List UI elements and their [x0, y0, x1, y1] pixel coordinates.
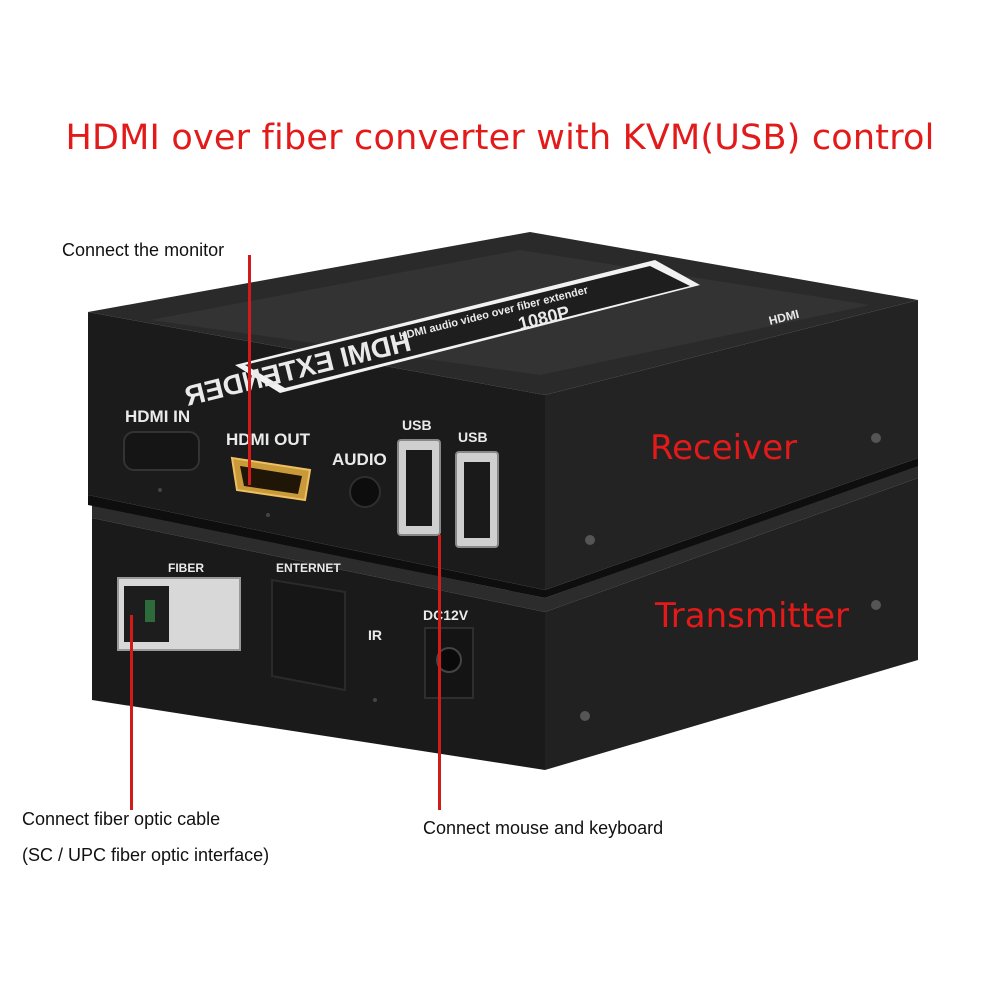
transmitter-led-1 — [373, 698, 377, 702]
receiver-hdmi-in-label: HDMI IN — [125, 407, 190, 426]
receiver-side-face — [545, 300, 918, 590]
hdmi-in-port — [123, 431, 200, 471]
receiver-led-2 — [266, 513, 270, 517]
hdmi-out-port-inner — [240, 466, 302, 494]
screw-receiver-mid — [585, 535, 595, 545]
receiver-audio-label: AUDIO — [332, 450, 387, 469]
receiver-label: Receiver — [650, 428, 798, 468]
receiver-usb1-label: USB — [402, 417, 432, 433]
page-title: HDMI over fiber converter with KVM(USB) … — [65, 118, 935, 158]
screw-receiver-right — [871, 433, 881, 443]
fiber-callout-line1: Connect fiber optic cable — [22, 809, 221, 829]
top-label-plate-inner — [245, 266, 690, 388]
transmitter-ethernet-label: ENTERNET — [276, 561, 341, 575]
screw-transmitter-right — [871, 600, 881, 610]
screw-transmitter-mid — [580, 711, 590, 721]
fiber-sc-port-green — [145, 600, 155, 622]
usb-callout-line — [438, 535, 441, 810]
audio-jack — [349, 476, 381, 508]
receiver-led-1 — [158, 488, 162, 492]
dc-power-jack-hole — [436, 647, 462, 673]
receiver-hdmi-out-label: HDMI OUT — [226, 430, 311, 449]
usb-port-2-inner — [464, 462, 490, 538]
usb-port-1-inner — [406, 450, 432, 526]
monitor-callout: Connect the monitor — [62, 240, 225, 260]
transmitter-fiber-label: FIBER — [168, 561, 204, 575]
receiver-usb2-label: USB — [458, 429, 488, 445]
monitor-callout-line — [248, 255, 251, 485]
transmitter-side-face — [545, 478, 918, 770]
transmitter-label: Transmitter — [655, 596, 849, 636]
transmitter-ir-label: IR — [368, 627, 382, 643]
transmitter-dc-label: DC12V — [423, 607, 469, 623]
ethernet-port-blank — [271, 578, 346, 692]
fiber-callout-line2: (SC / UPC fiber optic interface) — [22, 845, 270, 865]
fiber-callout-line — [130, 615, 133, 810]
usb-callout: Connect mouse and keyboard — [423, 818, 664, 838]
